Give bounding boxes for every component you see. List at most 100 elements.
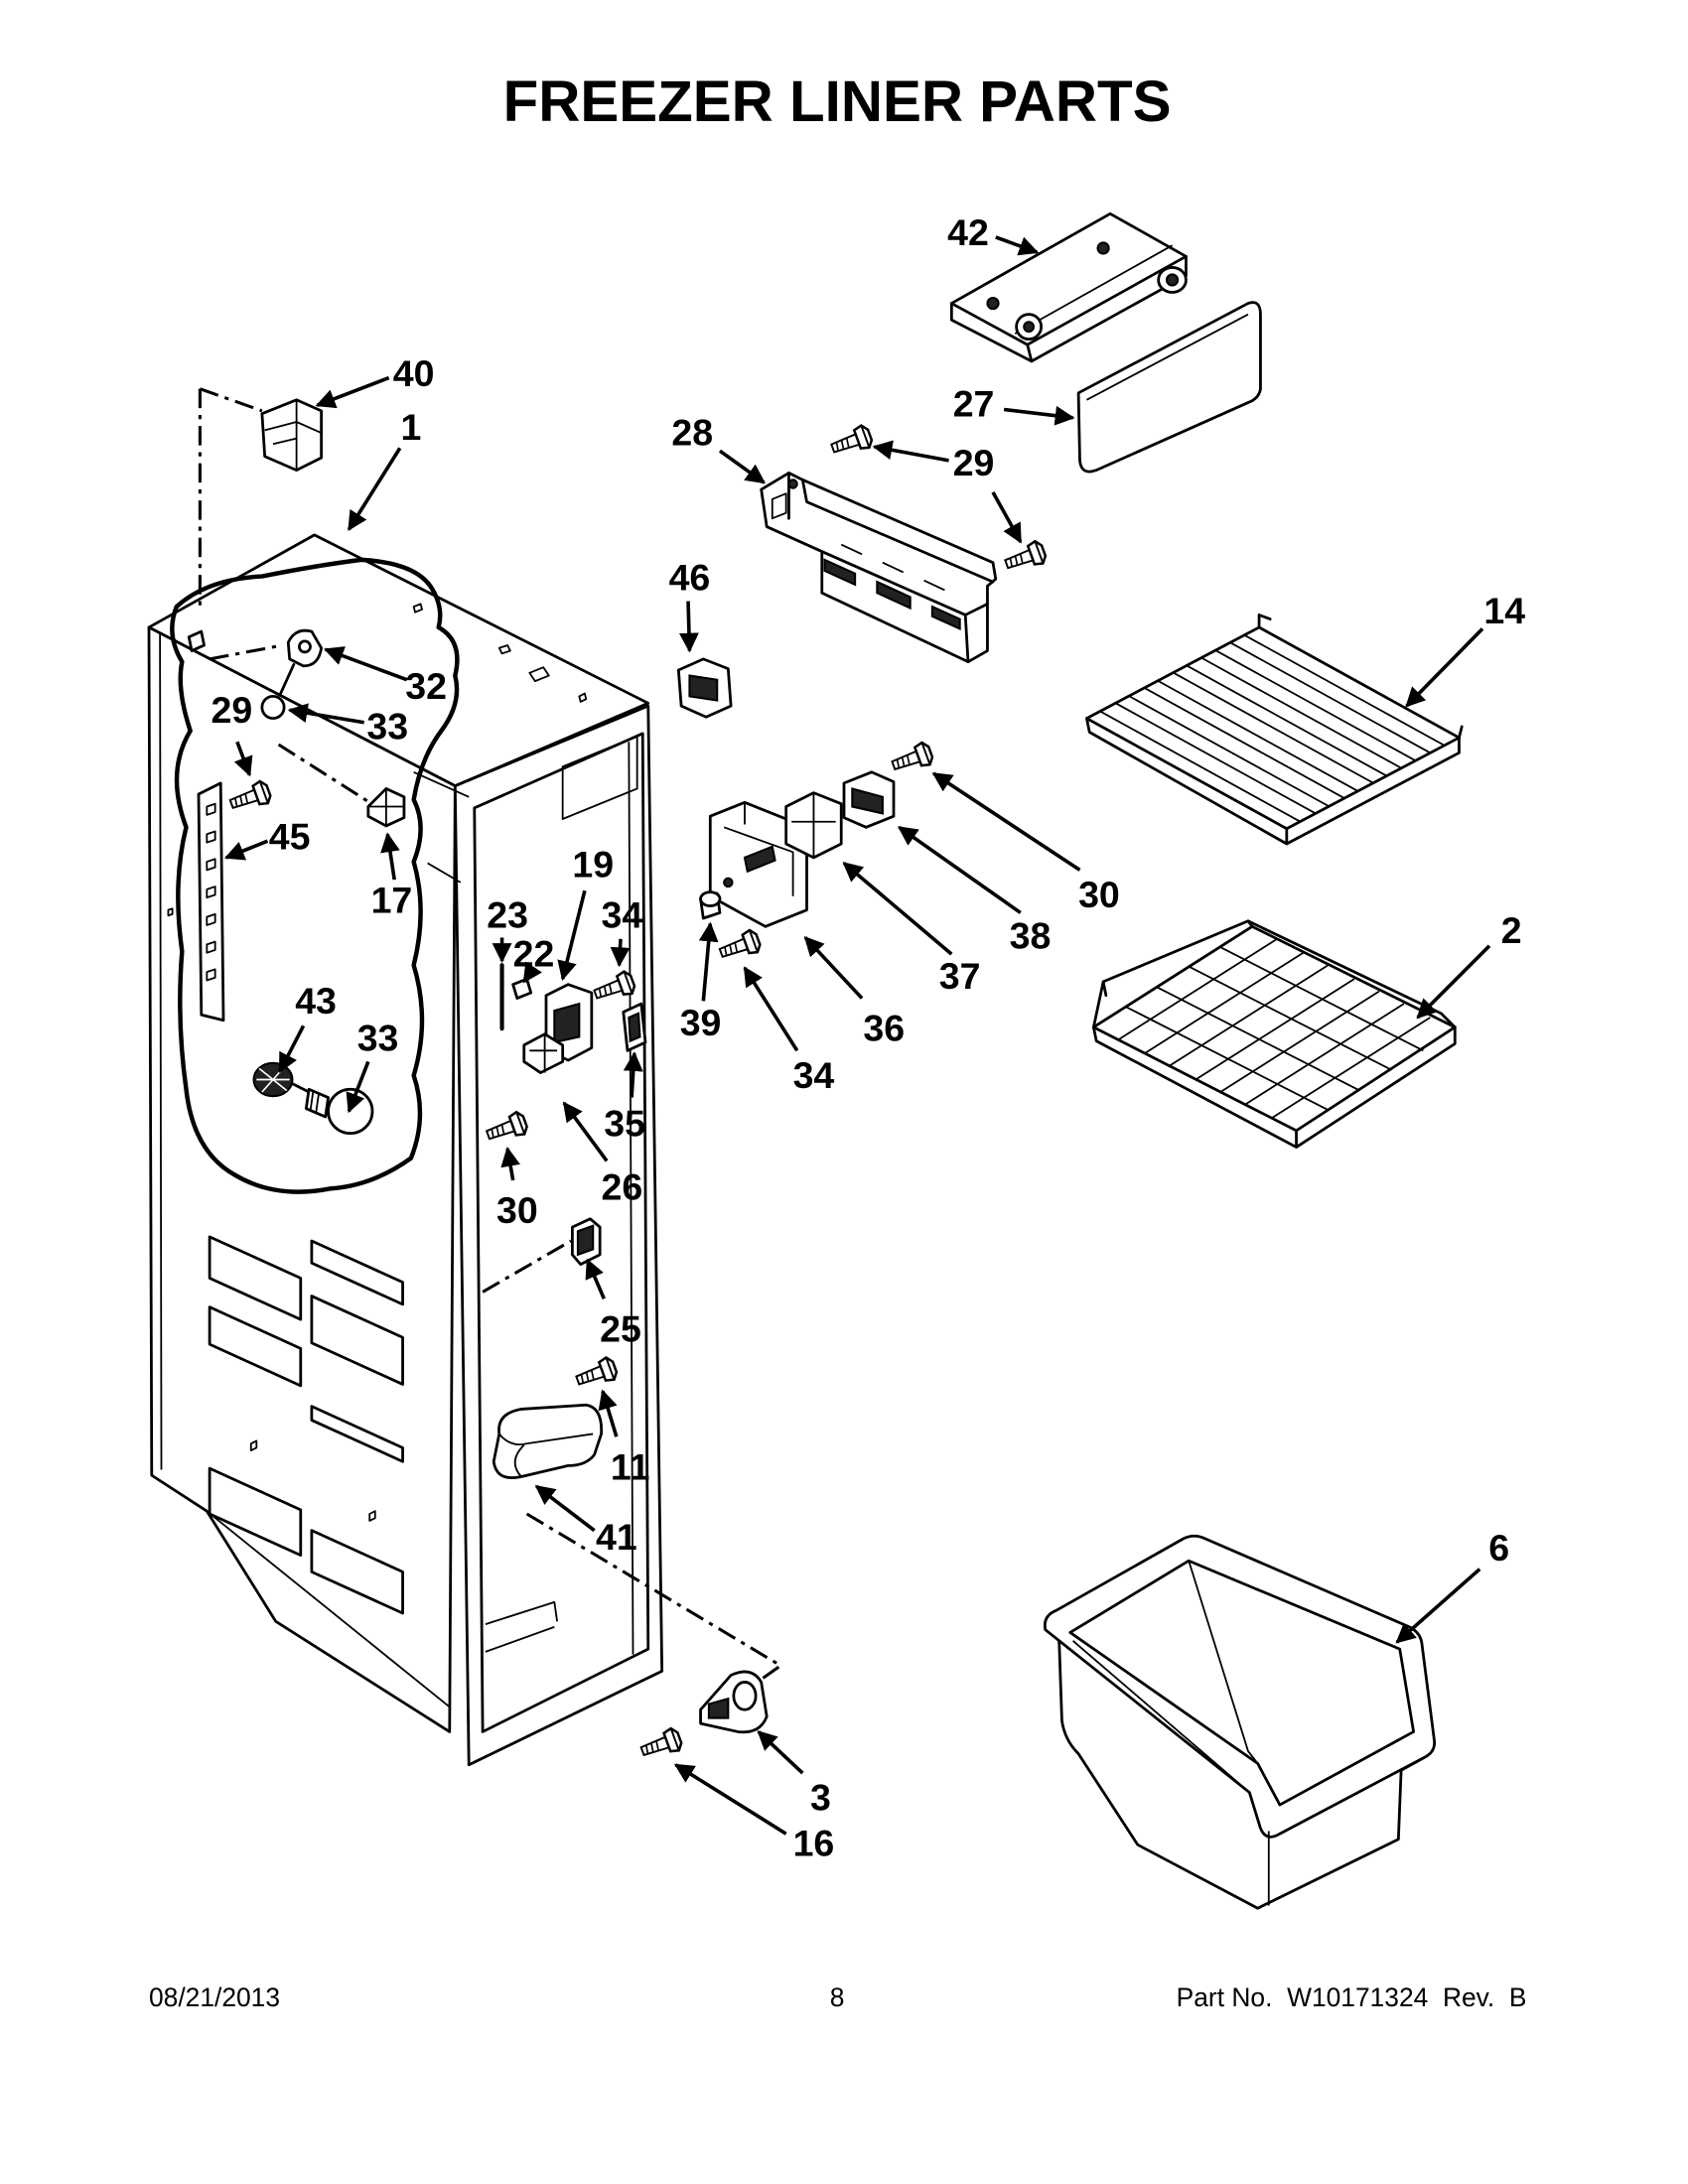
callout-labels: 42 40 1 28 27 29 46 14 32 29 33 45 17 30… [211,211,1525,1863]
part-3-roller-bracket [699,1670,769,1734]
part-25-connector [482,1217,602,1294]
leader-arrow-3 [757,1730,804,1775]
callout-32: 32 [405,665,447,707]
callout-38: 38 [1010,915,1052,957]
part-14-shelf [1085,614,1464,846]
callout-41: 41 [596,1516,637,1558]
callout-37: 37 [939,955,981,997]
leader-arrow-11 [598,1389,619,1437]
part-41-cover [492,1403,604,1480]
page-title: FREEZER LINER PARTS [503,69,1172,134]
leader-arrow-35 [623,1051,643,1098]
part-45-rail [197,781,225,1023]
page-footer: 08/21/2013 8 Part No. W10171324 Rev. B [149,1982,1527,2012]
part-22-tab [511,977,533,1000]
part-28-housing [760,471,998,664]
part-37-bracket [784,791,843,860]
leader-arrow-22 [522,961,542,984]
liner-side-vents [208,1235,404,1615]
callout-29-left: 29 [211,689,252,731]
leader-arrow-30-lower [500,1146,520,1181]
callout-33-upper: 33 [366,705,408,747]
footer-page-number: 8 [830,1982,845,2012]
leader-arrow-36 [803,935,864,1000]
leader-arrow-26 [562,1101,609,1162]
callout-27: 27 [953,382,995,424]
leader-arrow-2 [1416,944,1491,1020]
part-33-bulb-upper [260,695,286,720]
callout-28: 28 [671,412,713,454]
leader-arrow-19 [557,889,587,982]
part-35-switch [622,1002,647,1052]
callout-30-right: 30 [1078,874,1120,915]
callout-34-lower: 34 [793,1054,835,1096]
leader-arrow-46 [679,601,699,653]
callout-22: 22 [513,933,555,975]
part-32-lamp-clip [187,628,323,697]
callout-16: 16 [793,1822,835,1863]
part-41-guide-line [525,1512,783,1681]
leader-arrow-27 [1003,405,1075,426]
part-39-knob [699,890,722,920]
callout-11: 11 [611,1445,650,1487]
leader-arrow-34-lower [743,966,799,1052]
part-1-freezer-liner [147,533,664,1767]
callout-26: 26 [602,1165,643,1207]
leader-arrow-39 [698,921,719,1002]
part-27-panel [1076,301,1262,474]
leader-arrow-41 [534,1484,596,1533]
callout-29-top: 29 [953,442,995,483]
footer-part-number: Part No. W10171324 Rev. B [1177,1982,1527,2012]
callout-43: 43 [295,980,337,1022]
leader-arrow-16 [673,1763,787,1836]
callout-33-lower: 33 [357,1017,399,1058]
leader-arrow-33-lower [346,1060,370,1114]
part-2-wire-shelf [1092,919,1457,1149]
callout-14: 14 [1483,590,1525,631]
callout-6: 6 [1488,1527,1509,1569]
callout-35: 35 [604,1102,645,1144]
callout-17: 17 [371,879,413,920]
leader-arrow-29-top-a [872,440,949,463]
leader-arrow-29-left [233,741,253,777]
leader-arrow-32 [323,646,408,682]
leader-arrow-40 [315,375,390,409]
callout-25: 25 [600,1307,641,1349]
part-46-retainer [676,657,733,719]
leader-arrows [223,235,1491,1836]
part-17-clip [277,743,406,828]
leader-arrow-43 [278,1024,306,1073]
part-6-storage-bin [1043,1534,1437,1910]
callout-36: 36 [863,1008,905,1049]
callout-3: 3 [810,1777,831,1819]
part-42-hinge-cover [949,211,1188,363]
part-40-bracket [198,387,323,610]
callout-30-lower: 30 [496,1189,538,1231]
leader-arrow-37 [842,862,953,956]
part-36-mounting-plate [708,800,808,928]
part-38-switch [842,770,896,829]
leader-arrow-38 [897,825,1022,914]
leader-arrow-34-upper [610,938,631,968]
leader-arrow-28 [718,449,767,484]
leader-arrow-30-right [931,771,1081,872]
callout-34-upper: 34 [602,894,643,936]
callout-19: 19 [572,843,614,885]
callout-1: 1 [400,406,421,448]
callout-45: 45 [269,816,311,858]
liner-detail-outline [170,557,460,1194]
leader-arrow-29-top-b [991,490,1023,544]
leader-arrow-6 [1395,1568,1481,1644]
leader-arrow-17 [380,832,400,881]
callout-40: 40 [393,352,435,394]
leader-arrow-45 [223,839,269,861]
leader-arrow-25 [585,1258,606,1300]
callout-2: 2 [1501,909,1522,951]
footer-date: 08/21/2013 [149,1982,280,2012]
leader-arrow-42 [995,235,1040,256]
part-26-bracket [522,1032,565,1074]
leader-arrow-14 [1405,627,1484,708]
callout-42: 42 [947,211,989,253]
callout-39: 39 [680,1002,722,1043]
